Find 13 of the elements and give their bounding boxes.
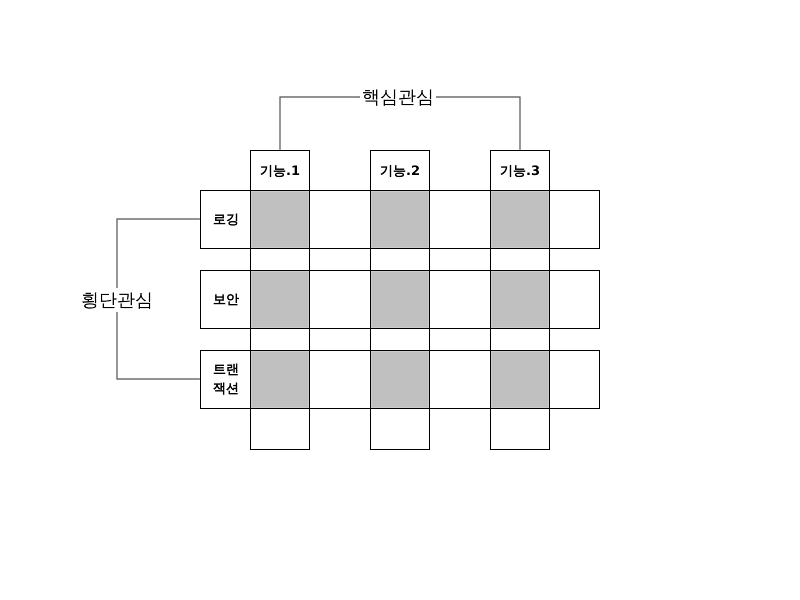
bracket-line [279, 96, 360, 150]
function-column [370, 150, 430, 450]
function-column [490, 150, 550, 450]
row-label: 트랜잭션 [212, 361, 240, 398]
function-column [250, 150, 310, 450]
column-heading: 기능.2 [379, 163, 421, 180]
bracket-line [116, 312, 200, 380]
column-heading: 기능.1 [259, 163, 301, 180]
row-label: 보안 [212, 290, 240, 309]
bracket-line [436, 96, 521, 150]
row-label: 로깅 [212, 210, 240, 229]
column-heading: 기능.3 [499, 163, 541, 180]
bracket-line [116, 218, 200, 288]
